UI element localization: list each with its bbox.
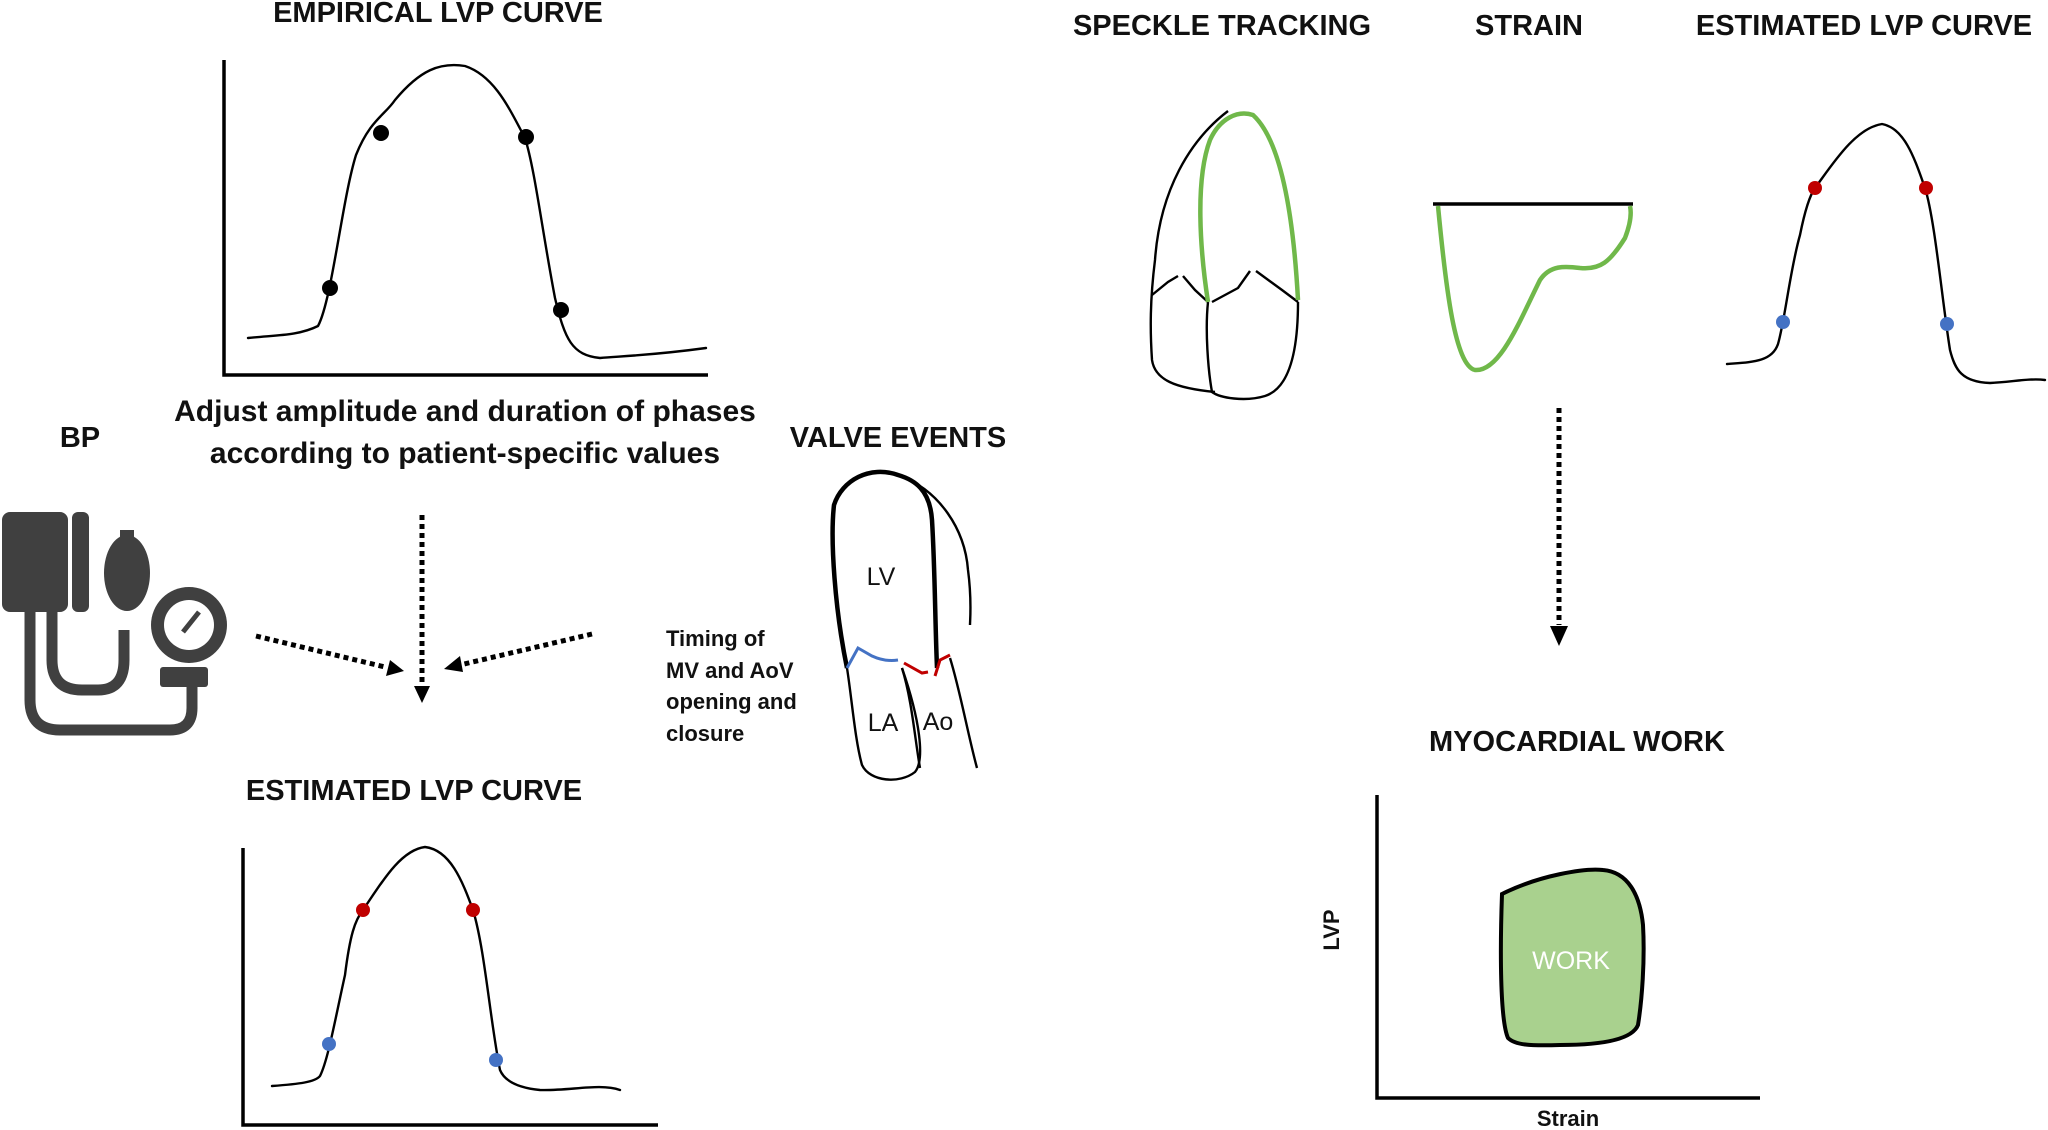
- empirical-event-dot-3: [518, 129, 534, 145]
- speckle-tracking-panel: SPECKLE TRACKING: [1073, 10, 1371, 401]
- strain-curve: [1435, 205, 1634, 373]
- valve-timing-line-2: MV and AoV: [666, 658, 794, 683]
- empirical-axes: [222, 60, 708, 377]
- myocardial-work-title: MYOCARDIAL WORK: [1429, 726, 1725, 758]
- estimated-lvp-right-panel: ESTIMATED LVP CURVE: [1696, 10, 2047, 385]
- estimated-right-opening-dot-2: [1940, 317, 1954, 331]
- estimated-lvp-right-title: ESTIMATED LVP CURVE: [1696, 10, 2032, 42]
- estimated-right-closure-dot-2: [1919, 181, 1933, 195]
- myocardial-work-panel: MYOCARDIAL WORK LVP Strain WORK: [1319, 726, 1760, 1130]
- work-area-label: WORK: [1532, 947, 1610, 975]
- lv-outer-wall: [897, 473, 972, 626]
- estimated-left-closure-dot-1: [356, 903, 370, 917]
- empirical-event-dot-2: [373, 125, 389, 141]
- arrow-to-work-head: [1550, 626, 1568, 646]
- work-axes: [1375, 795, 1760, 1100]
- valve-timing-line-4: closure: [666, 721, 744, 746]
- gauge-needle: [181, 610, 201, 634]
- empirical-event-dot-4: [553, 302, 569, 318]
- cuff-side: [72, 512, 89, 612]
- ao-wall-left: [900, 667, 922, 769]
- adjust-text-line-2: according to patient-specific values: [210, 437, 720, 470]
- speckle-lower-wall: [1205, 301, 1300, 401]
- arrow-from-valve-head: [444, 656, 463, 672]
- valve-events-panel: VALVE EVENTS Timing of MV and AoV openin…: [666, 422, 1006, 781]
- blood-pressure-cuff-icon: [2, 512, 227, 736]
- aortic-valve-leaflet-left: [903, 661, 929, 675]
- mitral-valve-leaflets: [845, 645, 899, 669]
- arrow-from-bp: [255, 633, 386, 670]
- work-y-axis-label: LVP: [1319, 909, 1344, 950]
- valve-events-title: VALVE EVENTS: [790, 422, 1006, 454]
- estimated-right-closure-dot-1: [1808, 181, 1822, 195]
- estimated-left-opening-dot-1: [322, 1037, 336, 1051]
- ao-label: Ao: [923, 708, 954, 736]
- strain-panel: STRAIN: [1433, 10, 1634, 373]
- arrow-from-bp-head: [386, 660, 404, 676]
- la-chamber: [845, 667, 922, 781]
- estimated-right-opening-dot-1: [1776, 315, 1790, 329]
- arrow-from-valve: [463, 631, 593, 667]
- work-x-axis-label: Strain: [1537, 1106, 1599, 1130]
- bulb-neck: [120, 530, 134, 544]
- speckle-tracking-title: SPECKLE TRACKING: [1073, 10, 1371, 42]
- la-label: LA: [868, 709, 899, 737]
- arrow-from-adjust-head: [414, 686, 430, 703]
- speckle-outer-wall: [1149, 110, 1229, 394]
- cuff-main: [2, 512, 68, 612]
- lv-chamber-wall: [830, 469, 940, 669]
- lv-label: LV: [867, 563, 896, 591]
- valve-timing-line-1: Timing of: [666, 626, 765, 651]
- ao-wall-right: [948, 657, 979, 769]
- gauge-base: [160, 667, 208, 687]
- valve-timing-line-3: opening and: [666, 689, 797, 714]
- empirical-event-dot-1: [322, 280, 338, 296]
- speckle-tracking-trace: [1198, 111, 1301, 303]
- estimated-lvp-left-panel: ESTIMATED LVP CURVE: [241, 775, 658, 1127]
- strain-title: STRAIN: [1475, 10, 1583, 42]
- estimated-left-axes: [241, 848, 658, 1127]
- estimated-left-closure-dot-2: [466, 903, 480, 917]
- estimated-left-curve: [270, 845, 622, 1092]
- inflation-bulb: [104, 535, 150, 611]
- estimated-right-curve: [1725, 122, 2047, 385]
- adjust-text-line-1: Adjust amplitude and duration of phases: [174, 395, 756, 428]
- cuff-tube-bottom: [24, 612, 198, 736]
- input-arrows: [255, 515, 593, 703]
- empirical-lvp-panel: EMPIRICAL LVP CURVE: [222, 0, 708, 377]
- cuff-tube-left: [46, 612, 130, 696]
- empirical-lvp-title: EMPIRICAL LVP CURVE: [273, 0, 603, 29]
- aortic-valve-leaflet-right: [933, 653, 951, 677]
- speckle-valve-plane: [1151, 270, 1299, 304]
- bp-label: BP: [60, 422, 100, 454]
- estimated-left-opening-dot-2: [489, 1053, 503, 1067]
- work-loop-area: [1498, 867, 1646, 1048]
- empirical-lvp-curve: [246, 63, 708, 360]
- estimated-lvp-left-title: ESTIMATED LVP CURVE: [246, 775, 582, 807]
